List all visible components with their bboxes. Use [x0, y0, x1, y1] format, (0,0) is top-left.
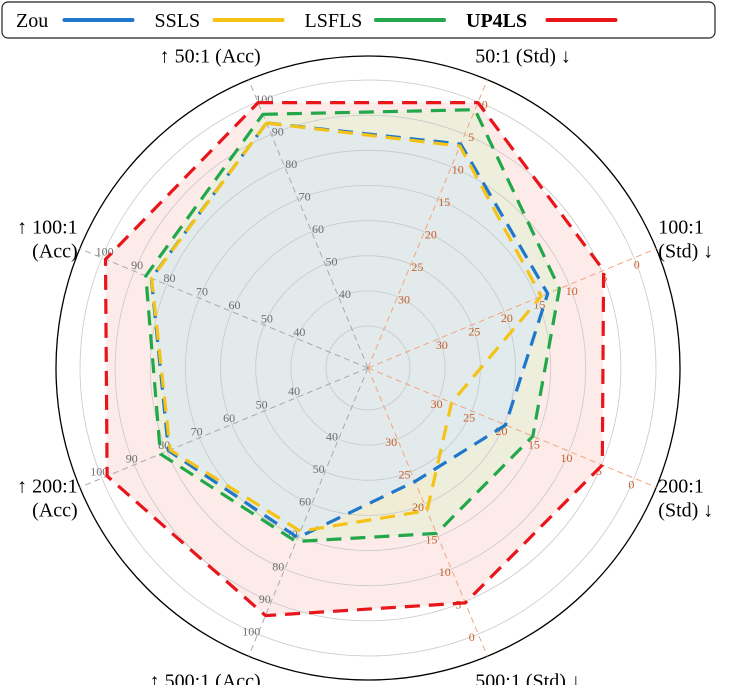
legend: Zou SSLS LSFLS UP4LS: [1, 1, 716, 39]
tick-label: 20: [501, 311, 513, 325]
tick-label: 90: [272, 125, 284, 139]
grid-ring: [220, 220, 516, 516]
grid-ring: [79, 79, 657, 657]
grid-ring: [290, 290, 446, 446]
series-lines: [103, 100, 606, 618]
tick-label: 40: [288, 384, 300, 398]
tick-label: 20: [412, 500, 424, 514]
tick-label: 15: [528, 437, 540, 451]
tick-label: 50: [326, 255, 338, 269]
tick-label: 40: [293, 325, 305, 339]
spoke-std500: [367, 367, 488, 657]
tick-label: 10: [452, 163, 464, 177]
tick-label: 80: [285, 157, 297, 171]
tick-label: 70: [191, 424, 203, 438]
legend-label-up4ls: UP4LS: [466, 10, 527, 32]
tick-label: 90: [259, 592, 271, 606]
legend-label-lsfls: LSFLS: [305, 10, 363, 32]
axis-labels: ↑ 50:1 (Acc)50:1 (Std) ↓100:1(Std) ↓200:…: [17, 46, 713, 685]
axis-label-acc50: ↑ 50:1 (Acc): [160, 46, 261, 68]
series-line-lsfls: [144, 108, 562, 544]
tick-label: 10: [439, 565, 451, 579]
tick-label: 25: [463, 410, 475, 424]
tick-label: 15: [425, 532, 437, 546]
spoke-acc100: [79, 248, 369, 369]
axis-spokes: [79, 79, 657, 657]
spoke-acc500: [248, 367, 369, 657]
tick-label: 30: [431, 397, 443, 411]
tick-label: 0: [469, 630, 475, 644]
legend-label-zou: Zou: [16, 10, 48, 32]
tick-label: 0: [628, 478, 634, 492]
tick-label: 20: [425, 228, 437, 242]
tick-label: 90: [131, 258, 143, 272]
spoke-acc50: [248, 79, 369, 369]
chart-frame: [55, 55, 681, 681]
axis-label-acc500: ↑ 500:1 (Acc): [150, 670, 261, 685]
legend-box: [1, 1, 716, 39]
grid-ring: [114, 114, 622, 622]
tick-label: 0: [482, 98, 488, 112]
tick-label: 100: [242, 624, 260, 638]
tick-label: 0: [634, 257, 640, 271]
tick-label: 40: [326, 430, 338, 444]
axis-label-std50: 50:1 (Std) ↓: [475, 46, 571, 68]
grid-ring: [149, 149, 587, 587]
tick-label: 15: [438, 195, 450, 209]
tick-label: 40: [339, 287, 351, 301]
tick-label: 5: [468, 130, 474, 144]
tick-label: 60: [229, 298, 241, 312]
tick-label: 30: [385, 435, 397, 449]
tick-label: 90: [126, 451, 138, 465]
spoke-std50: [367, 79, 488, 369]
tick-label: 10: [566, 284, 578, 298]
grid-rings: [55, 55, 681, 681]
axis-label-std200: (Std) ↓: [658, 499, 713, 521]
spoke-acc200: [79, 367, 369, 488]
tick-label: 80: [164, 271, 176, 285]
tick-label: 50: [313, 462, 325, 476]
tick-label: 70: [299, 190, 311, 204]
axis-label-acc100: (Acc): [32, 241, 78, 263]
axis-label-std200: 200:1: [658, 475, 704, 497]
grid-ring: [184, 184, 552, 552]
axis-label-acc200: (Acc): [32, 499, 78, 521]
spoke-std200: [367, 367, 657, 488]
tick-label: 5: [596, 464, 602, 478]
tick-label: 50: [256, 398, 268, 412]
tick-label: 60: [299, 495, 311, 509]
tick-label: 60: [223, 411, 235, 425]
axis-label-std100: (Std) ↓: [658, 241, 713, 263]
series-line-ssls: [150, 121, 543, 533]
grid-ring: [325, 325, 411, 411]
tick-labels: 4050607080901003025201510503025201510503…: [90, 92, 640, 644]
axis-label-acc100: ↑ 100:1: [17, 217, 78, 239]
tick-label: 30: [436, 338, 448, 352]
tick-label: 80: [272, 560, 284, 574]
axis-label-std500: 500:1 (Std) ↓: [475, 670, 581, 685]
tick-label: 100: [96, 244, 114, 258]
axis-label-acc200: ↑ 200:1: [17, 475, 78, 497]
tick-label: 25: [468, 325, 480, 339]
tick-label: 10: [561, 451, 573, 465]
series-line-up4ls: [103, 100, 606, 618]
spoke-std100: [367, 248, 657, 369]
tick-label: 25: [411, 260, 423, 274]
tick-label: 70: [196, 285, 208, 299]
tick-label: 60: [312, 222, 324, 236]
tick-label: 50: [261, 312, 273, 326]
tick-label: 25: [399, 467, 411, 481]
legend-label-ssls: SSLS: [155, 10, 201, 32]
tick-label: 30: [398, 292, 410, 306]
axis-label-std100: 100:1: [658, 217, 704, 239]
tick-label: 100: [90, 465, 108, 479]
